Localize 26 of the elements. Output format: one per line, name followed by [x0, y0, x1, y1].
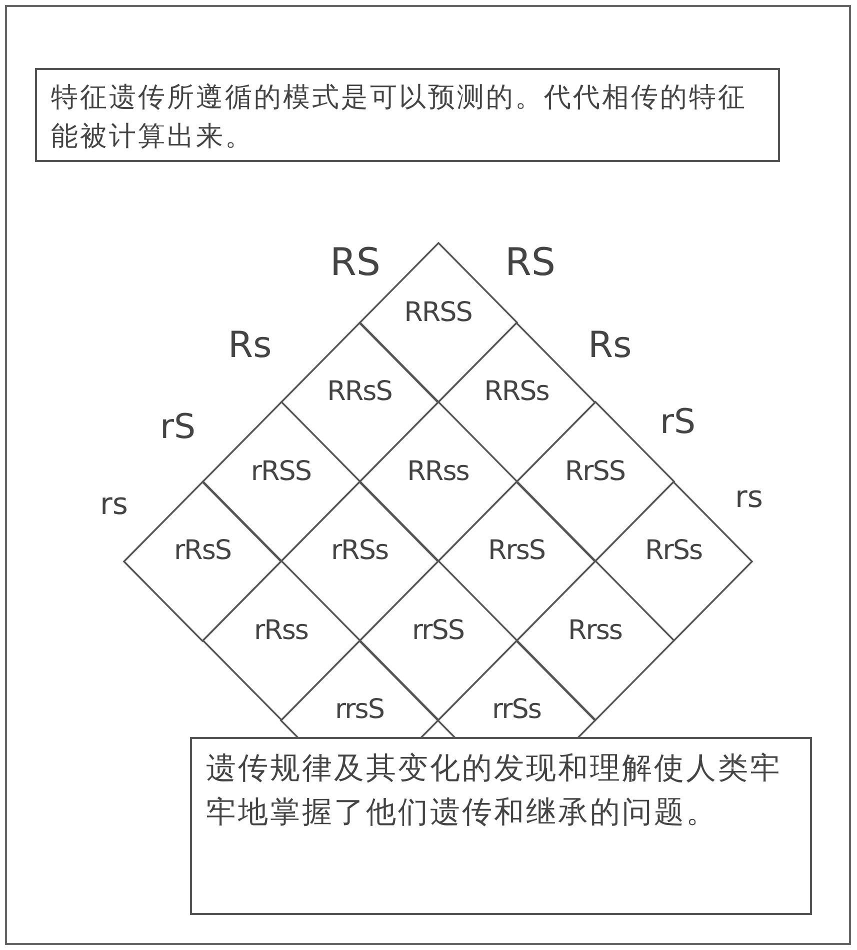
genotype-text: RRss	[406, 456, 470, 486]
genotype-text: rRSs	[330, 535, 390, 566]
genotype-text: Rrss	[567, 614, 623, 646]
gamete-label: rs	[100, 490, 128, 520]
genotype-text: RrsS	[486, 535, 546, 566]
gamete-label: rS	[660, 405, 696, 439]
genotype-text: rrSs	[491, 694, 542, 725]
genotype-text: RrSs	[644, 535, 704, 566]
text-box	[35, 68, 780, 162]
statement-text: 特征遗传所遵循的模式是可以预测的。代代相传的特征能被计算出来。	[51, 81, 748, 154]
genotype-text: RRSS	[403, 296, 473, 328]
gamete-label: RS	[330, 243, 381, 281]
genotype-text: RRsS	[326, 376, 393, 407]
genotype-text: RrSS	[564, 456, 626, 486]
genotype-text: rRsS	[172, 535, 232, 566]
genotype-text: rrSS	[410, 614, 465, 646]
genotype-text: rRSS	[250, 456, 312, 486]
gamete-label: Rs	[588, 328, 632, 364]
gamete-label: rS	[160, 410, 196, 444]
genotype-text: RRSs	[483, 376, 550, 407]
statement-text: 遗传规律及其变化的发现和理解使人类牢牢地掌握了他们遗传和继承的问题。	[206, 750, 783, 832]
gamete-label: RS	[505, 243, 556, 281]
genotype-text: rRss	[253, 614, 309, 646]
gamete-label: Rs	[228, 328, 272, 364]
genotype-text: rrsS	[334, 694, 385, 725]
gamete-label: rs	[735, 483, 763, 513]
